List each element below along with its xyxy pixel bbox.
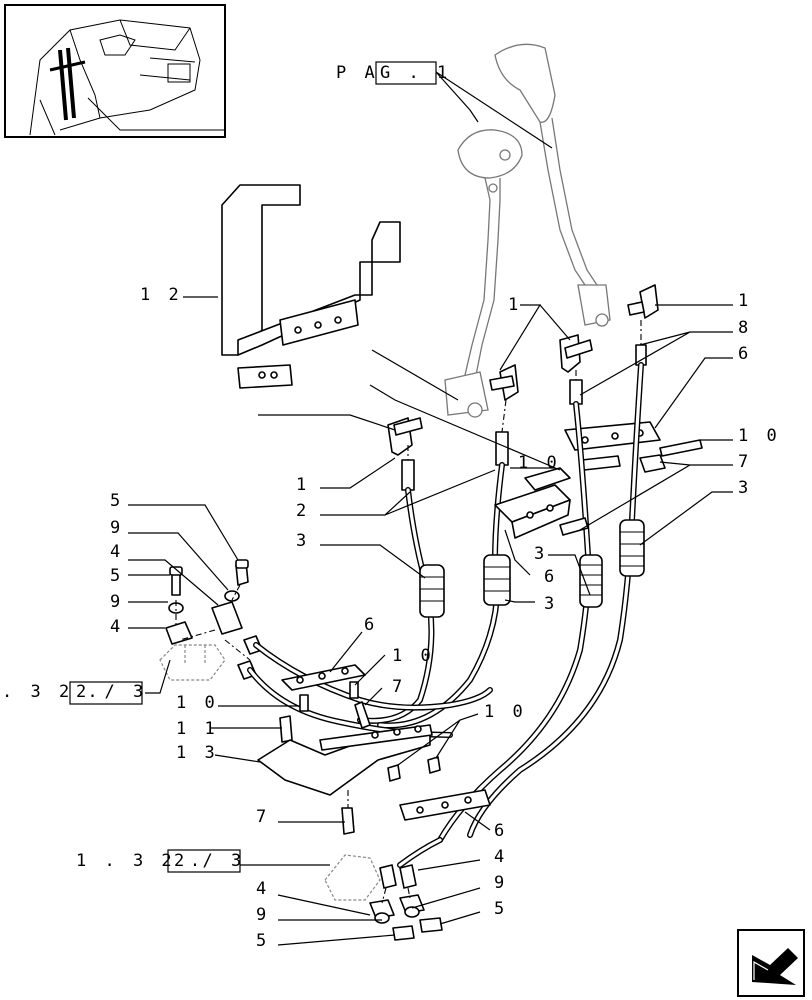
callout-6-low: 6 xyxy=(364,615,378,635)
callout-5-c: 5 xyxy=(256,931,270,951)
callout-3-mid2: 3 xyxy=(544,594,558,614)
callout-pag-prefix: P A xyxy=(336,63,379,83)
callout-5-a: 5 xyxy=(110,491,124,511)
callout-6-bottom: 6 xyxy=(494,821,508,841)
callout-1-right: 1 xyxy=(738,291,752,311)
callout-1-center: 1 xyxy=(508,295,522,315)
callout-10-right: 1 0 xyxy=(738,426,781,446)
ref-mid-box xyxy=(69,681,143,705)
callout-1-left: 1 xyxy=(296,475,310,495)
callout-6-right: 6 xyxy=(738,344,752,364)
callout-10-low: 1 0 xyxy=(392,646,435,666)
lower-fasteners xyxy=(324,854,443,941)
ref-mid-boxed: 2 / 3 xyxy=(76,682,147,702)
lower-clamp-right xyxy=(397,789,491,868)
callout-4-b: 4 xyxy=(110,617,124,637)
leader-lines xyxy=(128,71,733,946)
callout-10-mid: 1 0 xyxy=(518,453,561,473)
callout-7-right: 7 xyxy=(738,452,752,472)
callout-12: 1 2 xyxy=(140,285,183,305)
clamp-block-mid xyxy=(494,467,589,539)
callout-2: 2 xyxy=(296,501,310,521)
callout-10-left: 1 0 xyxy=(176,693,219,713)
tractor-cab-location-thumbnail xyxy=(4,4,226,138)
lower-clamp-and-bracket xyxy=(257,664,441,835)
callout-8: 8 xyxy=(738,318,752,338)
callout-5-b: 5 xyxy=(110,566,124,586)
support-bracket xyxy=(221,184,401,389)
callout-4-d: 4 xyxy=(494,847,508,867)
right-cable-assembly xyxy=(437,284,703,843)
callout-6-mid: 6 xyxy=(544,567,558,587)
callout-3-left: 3 xyxy=(296,531,310,551)
ref-bottom-box xyxy=(167,849,241,873)
callout-4-c: 4 xyxy=(256,879,270,899)
left-fasteners xyxy=(159,559,251,681)
callout-11: 1 1 xyxy=(176,719,219,739)
callout-pag-boxed: G . 1 xyxy=(380,63,451,83)
ref-bottom-boxed: 2 / 3 xyxy=(174,851,245,871)
callout-9-d: 9 xyxy=(494,873,508,893)
callout-7-bottom: 7 xyxy=(256,807,270,827)
callouts: P A G . 1 1 2 1 1 8 6 1 0 7 3 1 2 1 0 3 … xyxy=(2,61,781,951)
callout-7-low: 7 xyxy=(392,677,406,697)
lever-reference-ghost xyxy=(444,43,611,418)
callout-10-low2: 1 0 xyxy=(484,702,527,722)
callout-5-d: 5 xyxy=(494,899,508,919)
callout-3-right: 3 xyxy=(738,478,752,498)
callout-pag-box xyxy=(375,61,437,85)
callout-4-a: 4 xyxy=(110,542,124,562)
ref-bottom-prefix: 1 . 3 2 . xyxy=(76,851,204,871)
callout-3-mid: 3 xyxy=(534,544,548,564)
callout-9-b: 9 xyxy=(110,592,124,612)
callout-9-a: 9 xyxy=(110,518,124,538)
ref-mid-prefix: . 3 2 . xyxy=(2,682,102,702)
callout-13: 1 3 xyxy=(176,743,219,763)
center-cable-assembly xyxy=(357,364,519,729)
next-page-arrow-icon[interactable] xyxy=(737,929,805,997)
callout-9-c: 9 xyxy=(256,905,270,925)
